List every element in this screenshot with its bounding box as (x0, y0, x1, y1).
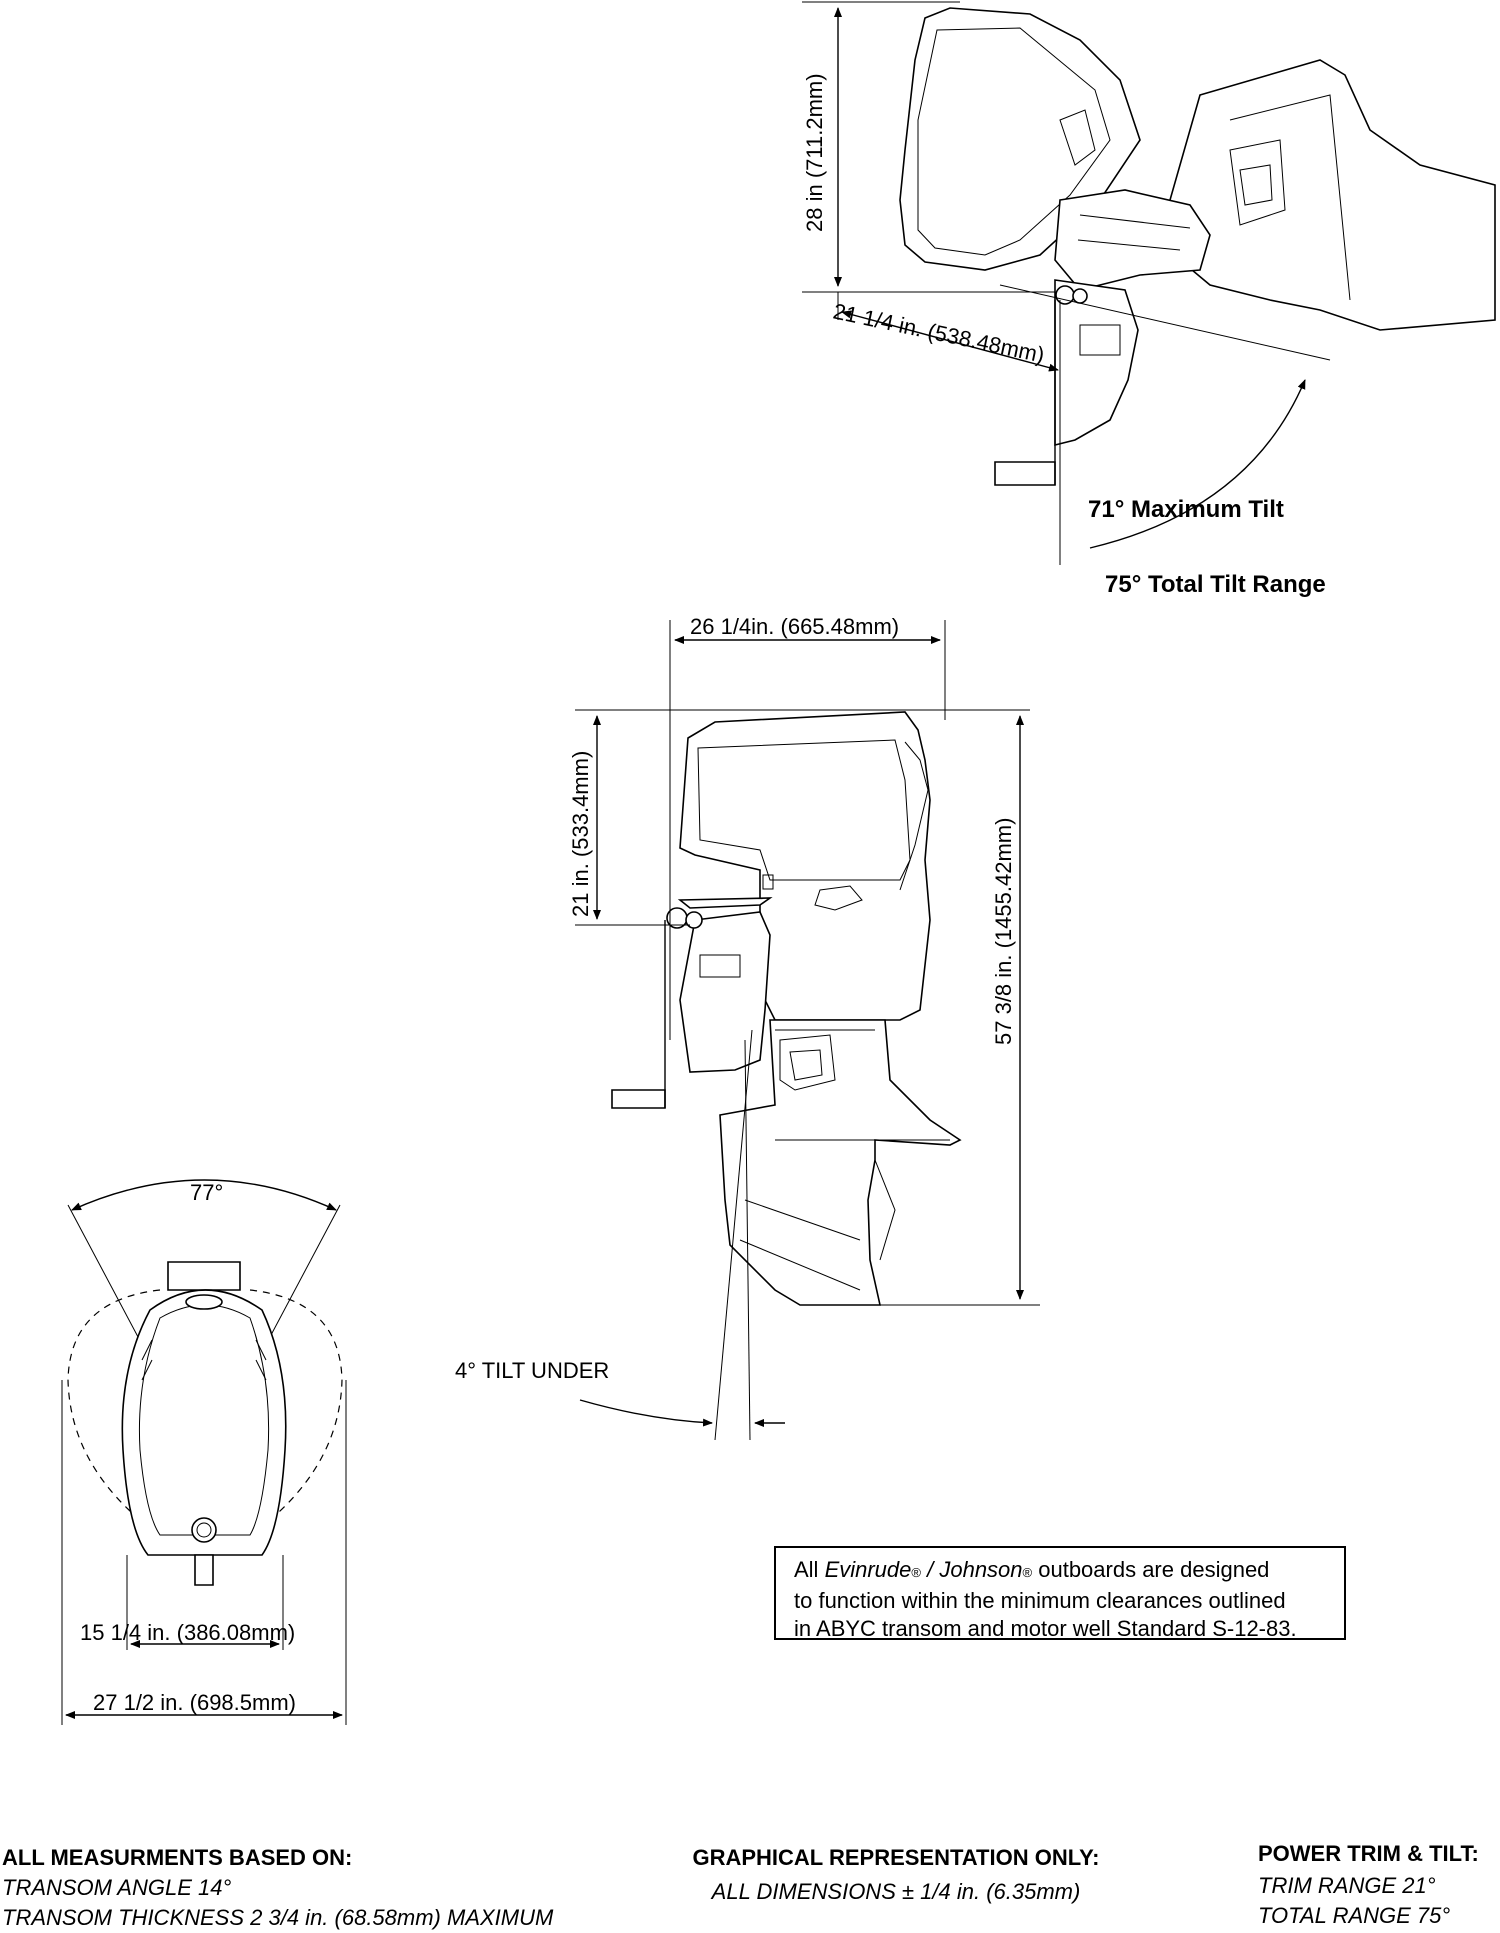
footer-tolerance: ALL DIMENSIONS ± 1/4 in. (6.35mm) (711, 1879, 1081, 1904)
overall-height-dimension: 57 3/8 in. (1455.42mm) (991, 818, 1016, 1045)
inner-width-dimension: 15 1/4 in. (386.08mm) (80, 1620, 295, 1645)
total-tilt-label: 75° Total Tilt Range (1105, 571, 1326, 598)
footer-graphical-heading: GRAPHICAL REPRESENTATION ONLY: (692, 1845, 1100, 1870)
steering-angle-label: 77° (190, 1180, 223, 1205)
outer-width-dimension: 27 1/2 in. (698.5mm) (93, 1690, 296, 1715)
front-view-outboard (61, 1179, 347, 1725)
footer-transom-thickness: TRANSOM THICKNESS 2 3/4 in. (68.58mm) MA… (2, 1905, 554, 1930)
footer-trim-tilt: POWER TRIM & TILT: TRIM RANGE 21° TOTAL … (1258, 1839, 1479, 1931)
tilt-height-dimension: 28 in (711.2mm) (802, 73, 827, 232)
tilt-view-outboard (802, 1, 1496, 565)
cowl-height-dimension: 21 in. (533.4mm) (568, 751, 593, 917)
footer-trim-range: TRIM RANGE 21° (1258, 1873, 1436, 1898)
tilt-under-label: 4° TILT UNDER (455, 1358, 609, 1383)
max-tilt-label: 71° Maximum Tilt (1088, 496, 1284, 523)
footer-trim-tilt-heading: POWER TRIM & TILT: (1258, 1841, 1479, 1866)
notice-line-3: in ABYC transom and motor well Standard … (794, 1616, 1297, 1641)
abyc-notice-box: All Evinrude® / Johnson® outboards are d… (774, 1546, 1346, 1641)
footer-total-range: TOTAL RANGE 75° (1258, 1903, 1451, 1928)
brand-evinrude: Evinrude (824, 1557, 912, 1582)
side-view-outboard (575, 620, 1040, 1441)
footer-measurements-heading: ALL MEASURMENTS BASED ON: (2, 1845, 353, 1870)
footer-transom-angle: TRANSOM ANGLE 14° (2, 1875, 232, 1900)
footer-measurements: ALL MEASURMENTS BASED ON: TRANSOM ANGLE … (2, 1843, 553, 1933)
notice-line-1: All Evinrude® / Johnson® outboards are d… (794, 1557, 1270, 1582)
tilt-reach-dimension: 21 1/4 in. (538.48mm) (831, 298, 1047, 367)
brand-johnson: Johnson (939, 1557, 1023, 1582)
footer-graphical: GRAPHICAL REPRESENTATION ONLY: ALL DIMEN… (676, 1843, 1116, 1907)
side-width-dimension: 26 1/4in. (665.48mm) (690, 614, 899, 639)
notice-line-2: to function within the minimum clearance… (794, 1588, 1286, 1613)
